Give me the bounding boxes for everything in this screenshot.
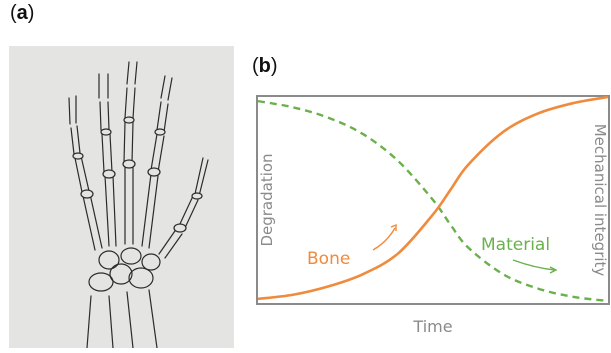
material-annotation-arrow — [513, 260, 555, 270]
annotation-material: Material — [481, 235, 550, 255]
degradation-integrity-chart: Bone Material Degradation Mechanical int… — [245, 80, 611, 350]
right-axis-label: Mechanical integrity — [591, 124, 609, 277]
panel-label-b: (b) — [252, 55, 278, 78]
panel-label-a: (a) — [10, 2, 34, 25]
hand-skeleton-sketch — [9, 46, 234, 348]
left-axis-label: Degradation — [258, 153, 276, 246]
bone-annotation-arrow — [373, 228, 395, 250]
hand-bones-drawing — [9, 46, 234, 348]
x-axis-label: Time — [412, 317, 452, 336]
annotation-bone: Bone — [307, 249, 350, 269]
